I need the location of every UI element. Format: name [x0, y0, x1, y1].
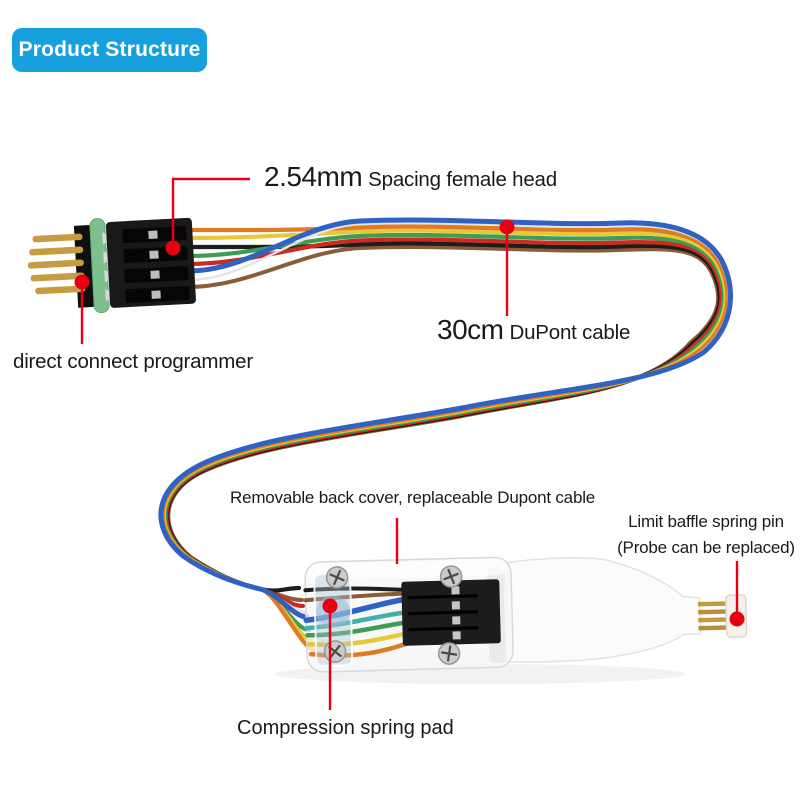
annotation-marker-dot: [74, 274, 90, 290]
annotation-marker-dot: [165, 240, 181, 256]
cable-length: 30cm: [437, 314, 504, 345]
female-head-text: Spacing female head: [368, 168, 557, 191]
gold-pins: [27, 233, 86, 295]
annotation-marker-dot: [322, 598, 338, 614]
nose-cone: [503, 557, 702, 663]
header-slots: [122, 226, 190, 304]
label-programmer: direct connect programmer: [13, 350, 253, 373]
annotation-marker-dot: [499, 219, 515, 235]
annotation-leader-lines: [74, 177, 745, 710]
dupont-cable-wires: [158, 217, 733, 653]
cable-text: DuPont cable: [509, 321, 631, 344]
limit-pin-line1: Limit baffle spring pin: [628, 512, 784, 531]
label-spring-pad: Compression spring pad: [237, 717, 454, 739]
inner-header-block: [401, 579, 501, 646]
label-back-cover: Removable back cover, replaceable Dupont…: [230, 488, 596, 507]
probe-body-graphic: [303, 556, 748, 673]
cover-screws: [323, 565, 463, 665]
label-dupont-cable: 30cm DuPont cable: [437, 314, 630, 346]
female-head-size: 2.54mm: [264, 161, 363, 192]
page-title: Product Structure: [18, 38, 201, 61]
label-female-head: 2.54mm Spacing female head: [264, 161, 557, 193]
title-badge: Product Structure: [12, 28, 207, 72]
dupont-wire: [158, 217, 733, 620]
annotation-marker-dot: [729, 611, 745, 627]
programmer-connector-graphic: [27, 217, 196, 314]
limit-pin-line2: (Probe can be replaced): [617, 538, 795, 557]
label-limit-pin: Limit baffle spring pin (Probe can be re…: [604, 509, 800, 561]
